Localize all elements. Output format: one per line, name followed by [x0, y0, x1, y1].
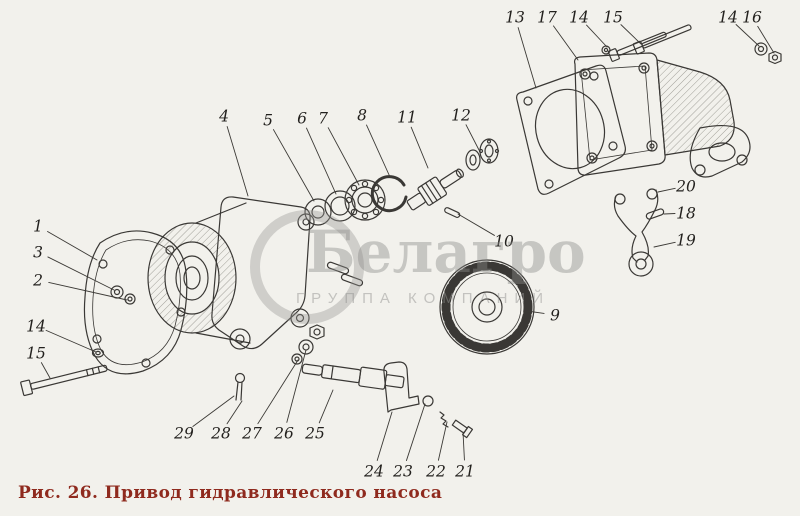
gear-part-9: [439, 259, 535, 355]
bolt-part-15-left: [20, 348, 108, 397]
spring-part-22: [439, 411, 449, 428]
leader-line-12: [465, 124, 480, 151]
part-number-22: 22: [425, 463, 446, 481]
bolts-part-15-top: [601, 24, 692, 62]
leader-line-10: [457, 213, 495, 236]
washer-part-14-right: [754, 42, 768, 56]
part-number-4: 4: [218, 108, 229, 126]
leader-line-21: [462, 431, 465, 461]
bearing-part-7: [344, 179, 386, 221]
part-number-24: 24: [363, 463, 384, 481]
washer-part-14-top: [601, 45, 611, 55]
part-number-13: 13: [505, 9, 525, 27]
leader-line-17: [552, 25, 579, 61]
housing-part-4: [147, 196, 315, 350]
leader-line-22: [437, 421, 448, 461]
leader-line-9: [526, 310, 545, 314]
leader-line-24: [376, 411, 393, 461]
snap-ring-part-8: [370, 175, 408, 213]
leader-line-1: [47, 231, 98, 261]
leader-line-3: [47, 256, 115, 291]
ring-part-6: [324, 190, 356, 222]
leader-line-20: [657, 187, 676, 193]
part-number-19: 19: [676, 232, 696, 250]
leader-line-4: [226, 126, 249, 197]
leader-line-23: [405, 403, 426, 461]
washers-part-2-3: [110, 285, 136, 305]
pin-part-18: [645, 208, 665, 220]
leader-line-2: [48, 281, 128, 301]
seal-part-5: [304, 198, 332, 226]
part-number-20: 20: [675, 178, 696, 196]
part-number-21: 21: [454, 463, 475, 481]
leader-line-5: [272, 129, 315, 202]
cotter-part-28-29: [234, 372, 246, 401]
screw-part-21: [451, 419, 474, 439]
part-number-11: 11: [397, 109, 417, 127]
leader-line-16: [757, 25, 775, 54]
leader-line-18: [663, 213, 676, 215]
part-number-15: 15: [26, 345, 46, 363]
part-number-6: 6: [297, 110, 307, 128]
part-number-16: 16: [742, 9, 762, 27]
figure-caption: Рис. 26. Привод гидравлического насоса: [18, 483, 443, 503]
leader-line-11: [410, 126, 429, 169]
part-number-17: 17: [537, 9, 557, 27]
part-number-7: 7: [318, 110, 328, 128]
part-number-14: 14: [569, 9, 589, 27]
leader-line-15: [40, 362, 51, 379]
part-number-29: 29: [173, 425, 194, 443]
part-number-27: 27: [241, 425, 262, 443]
part-number-10: 10: [494, 233, 514, 251]
washers-part-26-27: [291, 324, 325, 365]
leader-line-8: [366, 124, 391, 178]
leader-line-7: [327, 127, 360, 186]
part-number-25: 25: [304, 425, 325, 443]
leader-line-15: [620, 24, 642, 45]
pin-part-10: [444, 207, 461, 218]
part-number-23: 23: [392, 463, 413, 481]
part-number-9: 9: [550, 307, 560, 325]
part-number-14: 14: [26, 318, 46, 336]
part-number-12: 12: [451, 107, 471, 125]
leader-line-29: [192, 395, 235, 427]
part-number-2: 2: [32, 272, 43, 290]
leader-line-28: [226, 400, 243, 425]
gasket-part-13: [516, 64, 626, 195]
part-number-1: 1: [33, 218, 43, 236]
part-number-15: 15: [603, 9, 623, 27]
part-number-14: 14: [718, 9, 738, 27]
part-number-3: 3: [33, 244, 43, 262]
leader-line-14: [586, 24, 608, 48]
part-number-26: 26: [273, 425, 294, 443]
fork-part-19: [613, 188, 659, 277]
leader-line-25: [318, 389, 334, 424]
part-number-18: 18: [676, 205, 696, 223]
shaft-part-11: [406, 168, 465, 211]
leader-line-14: [45, 329, 97, 353]
nut-part-16: [768, 50, 782, 65]
leader-line-14: [735, 24, 760, 47]
leader-line-19: [653, 241, 676, 248]
bushing-part-12: [465, 138, 500, 171]
leader-line-13: [517, 27, 537, 89]
part-number-28: 28: [210, 425, 231, 443]
part-number-5: 5: [263, 112, 273, 130]
housing-part-17: [573, 52, 751, 178]
ball-part-23: [422, 395, 434, 407]
part-number-8: 8: [357, 107, 367, 125]
bracket-part-24: [383, 361, 420, 413]
leader-line-26: [286, 349, 307, 423]
valve-shaft-part-25: [301, 363, 405, 390]
leader-line-6: [306, 127, 337, 195]
leader-line-27: [257, 359, 299, 425]
dowel-pins: [326, 261, 364, 287]
washer-part-14-left: [91, 348, 105, 358]
